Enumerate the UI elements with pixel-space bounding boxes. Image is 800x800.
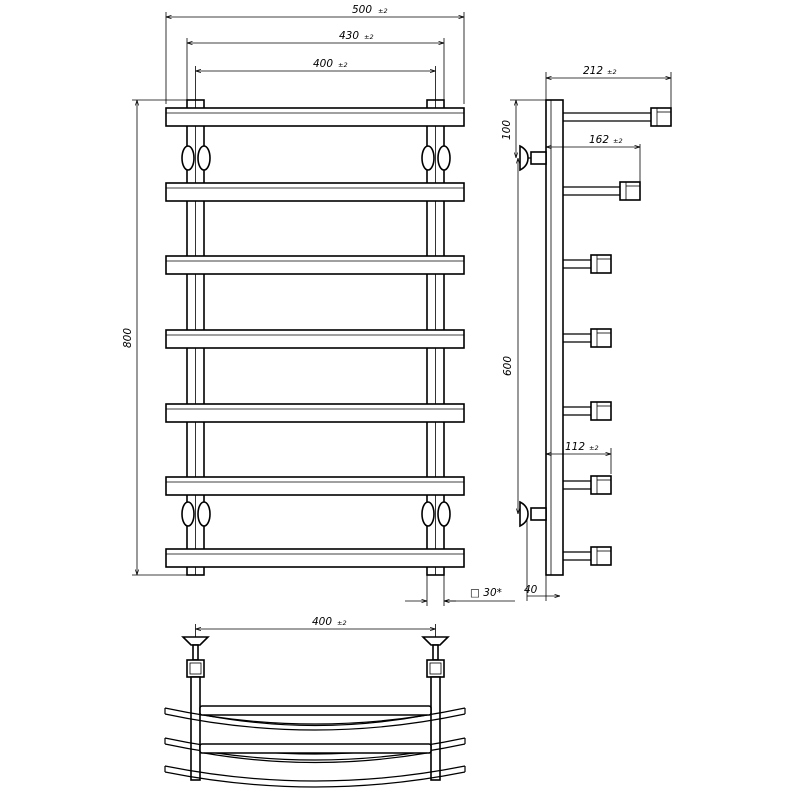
dim-outer-pipes: 430 ±2 (186, 30, 445, 100)
top-pipe-left (190, 676, 201, 781)
dim-middle-depth: 162 ±2 (546, 134, 641, 182)
front-bar-5 (165, 403, 465, 423)
dim-axis-height-value: 600 (502, 356, 514, 376)
dim-top-axis-tol: ±2 (337, 619, 347, 627)
front-horizontal-bars (165, 107, 465, 568)
dim-short-depth-tol: ±2 (589, 444, 599, 452)
dim-axis-value: 400 (313, 58, 333, 70)
top-short-bar-2 (199, 743, 432, 764)
mount-bracket-top-left (181, 145, 211, 171)
mount-bracket-top-right (421, 145, 451, 171)
dim-axis-tol: ±2 (338, 61, 348, 69)
mount-bracket-bottom-right (421, 501, 451, 527)
dim-axis-height: 600 (502, 158, 518, 514)
dim-top-offset-value: 100 (501, 120, 513, 140)
dim-top-axis-value: 400 (312, 616, 332, 628)
front-bar-1 (165, 107, 465, 127)
dim-total-width-tol: ±2 (378, 7, 388, 15)
top-wall-plate-right (421, 636, 450, 678)
dim-short-depth: 112 ±2 (546, 441, 612, 474)
side-bar-end-4 (563, 328, 612, 348)
side-bar-ends (563, 107, 672, 566)
side-bar-end-5 (563, 401, 612, 421)
top-short-bar-1 (199, 705, 432, 727)
dim-total-width-value: 500 (352, 4, 372, 16)
front-bar-2 (165, 182, 465, 202)
dim-middle-depth-value: 162 (589, 134, 609, 146)
dim-wall-gap: 40 (524, 520, 560, 601)
dim-bar-section-value: □ 30* (470, 587, 502, 599)
dim-total-width: 500 ±2 (165, 4, 465, 104)
front-bar-4 (165, 329, 465, 349)
dim-outer-pipes-value: 430 (339, 30, 359, 42)
side-bar-end-1 (563, 107, 672, 127)
dim-side-depth-tol: ±2 (607, 68, 617, 76)
side-bar-end-7 (563, 546, 612, 566)
top-pipe-right (430, 676, 441, 781)
dim-short-depth-value: 112 (565, 441, 585, 453)
svg-text:500: 500 (352, 4, 372, 16)
front-view: 500 ±2 430 ±2 400 ±2 800 (122, 4, 515, 606)
dim-height: 800 (122, 99, 188, 576)
side-vertical-pipe (545, 99, 564, 576)
dim-side-depth-value: 212 (583, 65, 603, 77)
dim-wall-gap-value: 40 (524, 584, 538, 596)
side-wall-bracket-top (519, 144, 547, 172)
mount-bracket-bottom-left (181, 501, 211, 527)
side-bar-end-6 (563, 475, 612, 495)
dim-axis: 400 ±2 (195, 58, 436, 100)
top-view: 400 ±2 (164, 616, 466, 788)
dim-middle-depth-tol: ±2 (613, 137, 623, 145)
side-bar-end-2 (563, 181, 641, 201)
top-curved-bar-3 (164, 765, 466, 788)
front-bar-7 (165, 548, 465, 568)
side-bar-end-3 (563, 254, 612, 274)
dim-side-depth: 212 ±2 (545, 65, 672, 110)
side-wall-bracket-bottom (519, 500, 547, 528)
front-bar-3 (165, 255, 465, 275)
dim-outer-pipes-tol: ±2 (364, 33, 374, 41)
top-wall-plate-left (181, 636, 210, 678)
dim-height-value: 800 (122, 328, 134, 348)
dim-bar-section: □ 30* (405, 575, 515, 606)
front-bar-6 (165, 476, 465, 496)
dim-top-offset: 100 (501, 99, 546, 158)
dim-top-axis: 400 ±2 (195, 616, 436, 640)
side-view: 212 ±2 100 162 ±2 600 112 ±2 (501, 65, 672, 601)
